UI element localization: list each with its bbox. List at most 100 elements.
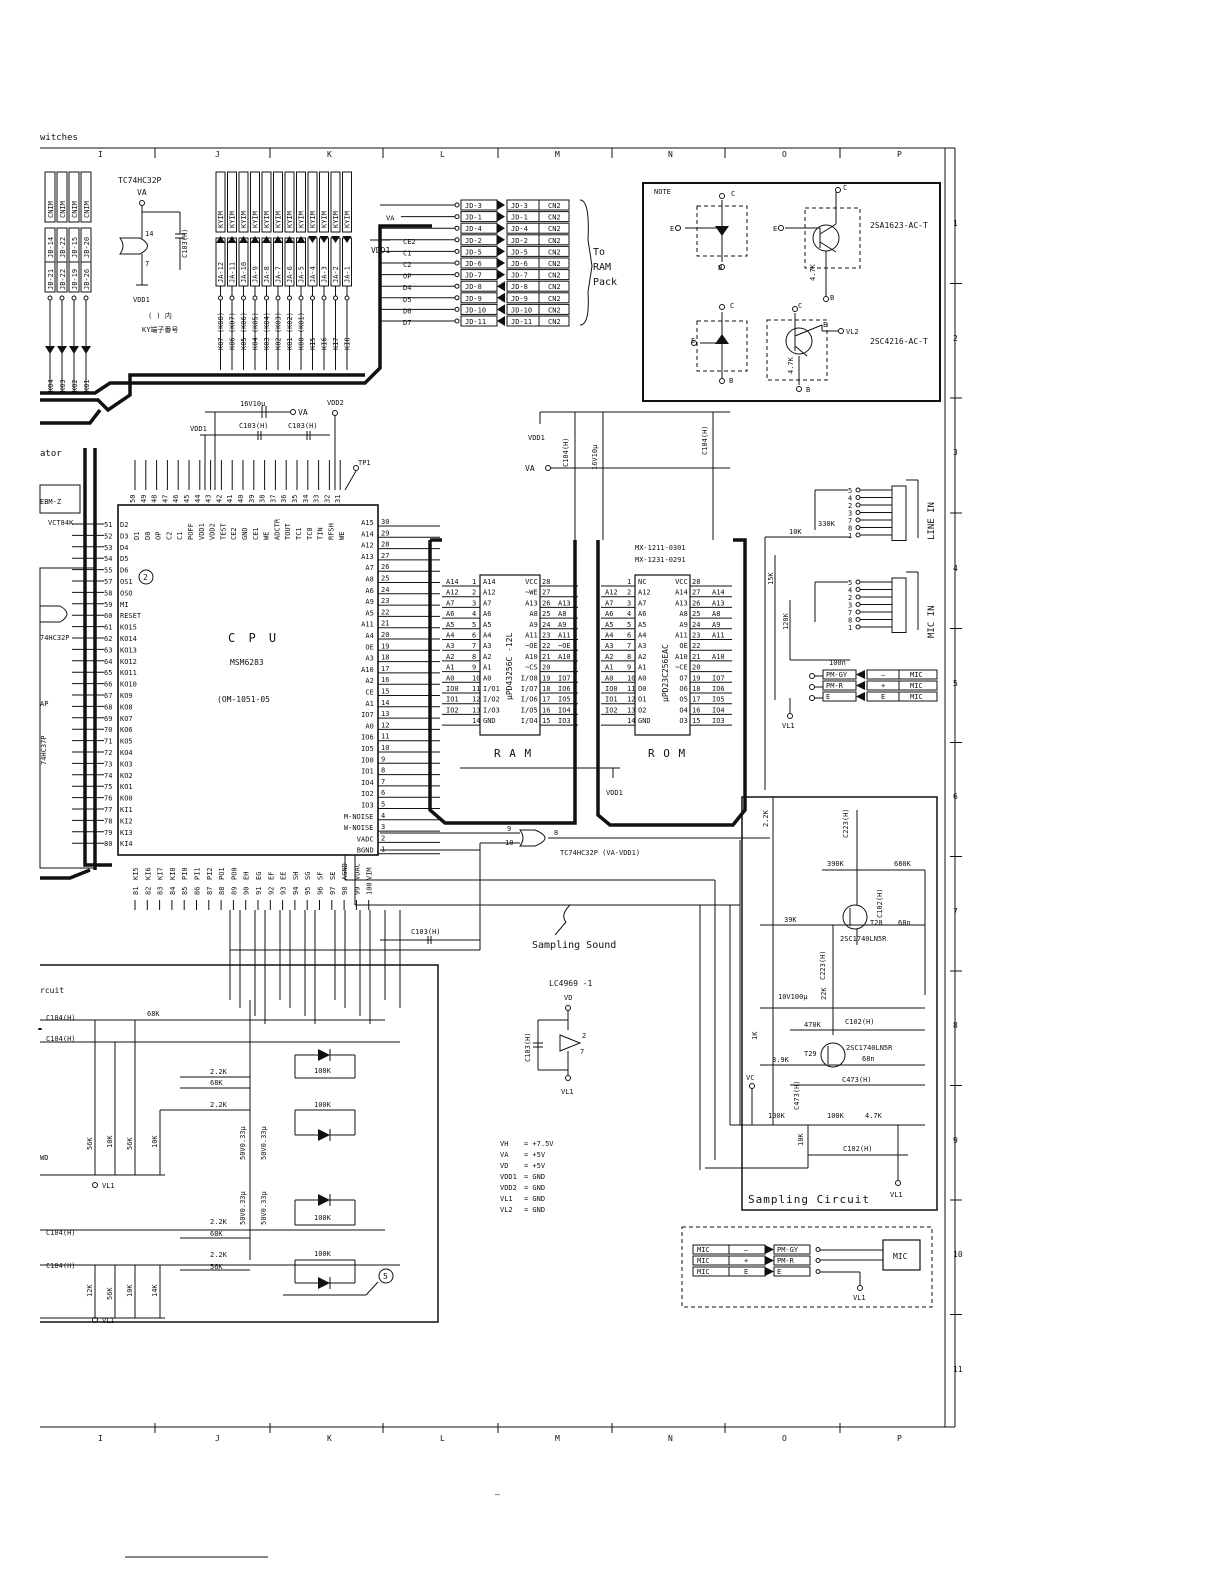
- voltage-key: VDD2: [500, 1184, 517, 1192]
- cpu-right-pin-signal: A11: [361, 621, 374, 629]
- left-arrow: [81, 346, 91, 354]
- samp-r100k: 100K: [768, 1112, 786, 1120]
- jack-node: [855, 487, 861, 493]
- cpu-left-pin-number: 57: [104, 578, 112, 586]
- chip-left-signal: A5: [605, 621, 613, 629]
- jd-signal: VA: [386, 215, 395, 223]
- cpu-left-pin-signal: KO0: [120, 795, 133, 803]
- left-node: [71, 295, 77, 301]
- samp-c10v: 10V100μ: [778, 993, 808, 1001]
- samp-r68n: 68n: [898, 919, 911, 927]
- jd-label: JD-5: [465, 248, 482, 256]
- cpu-right-pin-number: 17: [381, 665, 389, 673]
- cpu-left-pin-signal: KO1: [120, 783, 133, 791]
- chip-right-signal: IO4: [712, 706, 725, 714]
- cpu-right-pin-number: 10: [381, 744, 389, 752]
- chip-right-name: A10: [675, 653, 688, 661]
- note-box: NOTE C B E C B E C E B: [642, 182, 941, 402]
- cpu-right-pin-signal: IO3: [361, 802, 374, 810]
- cn-tag: [538, 222, 570, 234]
- chip-right-name: I/O8: [521, 674, 538, 682]
- samp-vc: VC: [746, 1074, 754, 1082]
- samp-t29: T29: [804, 1050, 817, 1058]
- jd-pin-label: JD-8: [511, 283, 528, 291]
- jack-pin: 5: [848, 579, 852, 587]
- cpu-right-pin-signal: A10: [361, 666, 374, 674]
- cpu-right-pin-signal: A7: [365, 564, 373, 572]
- rom-code1: MX-1211-0301: [635, 544, 686, 552]
- cpu-top-pin-signal: POFF: [187, 523, 195, 540]
- cpu-bottom-pin-signal: PO1: [218, 867, 226, 880]
- chip-left-pin: 4: [627, 610, 631, 618]
- cpu-right-pin-number: 2: [381, 834, 385, 842]
- ja-top-tag: [307, 171, 318, 233]
- cpu-top-pin-number: 43: [205, 495, 213, 503]
- cpu-left-pin-number: 78: [104, 817, 112, 825]
- chip-left-name: NC: [638, 578, 646, 586]
- mic-row-b-label: E: [744, 1268, 748, 1276]
- jack-row-a-label: E: [826, 693, 830, 701]
- ja-top-label: KYIM: [217, 211, 225, 228]
- jd-pin-label: JD-9: [511, 295, 528, 303]
- cpu-top-pin-signal: WE: [338, 532, 346, 540]
- ja-bot-label: JA-8: [263, 266, 271, 283]
- chip-right-pin: 21: [692, 653, 700, 661]
- cpu-top-pin-number: 34: [302, 495, 310, 503]
- jd-pin-label: JD-1: [511, 214, 528, 222]
- jd-node: [454, 202, 460, 208]
- jack-node: [855, 609, 861, 615]
- left-top-label: CNIM: [59, 201, 67, 218]
- cpu-right-pin-signal: A9: [365, 598, 373, 606]
- mic-in-label: MIC IN: [927, 605, 937, 638]
- ky-note-line2: KY端子番号: [142, 325, 178, 334]
- filt-c50v4: 50V0.33μ: [260, 1190, 268, 1225]
- jd-pin-label: JD-11: [511, 318, 532, 326]
- jack-pin: 2: [848, 594, 852, 602]
- jd-arrow: [497, 269, 505, 280]
- chip-right-pin: 20: [692, 664, 700, 672]
- column-label-top: M: [555, 150, 560, 159]
- mic-row-b-label: +: [744, 1257, 748, 1265]
- jd-node: [454, 214, 460, 220]
- cpu-top-pin-number: 40: [237, 495, 245, 503]
- jack-node: [855, 579, 861, 585]
- column-label-bottom: M: [555, 1434, 560, 1443]
- chip-right-pin: 27: [692, 589, 700, 597]
- ja-top-tag: [330, 171, 341, 233]
- cpu-top-pin-number: 49: [140, 495, 148, 503]
- chip-left-pin: 8: [472, 653, 476, 661]
- cpu-left-pin-signal: OS1: [120, 578, 133, 586]
- chip-right-pin: 16: [542, 706, 550, 714]
- column-label-top: O: [782, 150, 787, 159]
- ja-top-label: KYIM: [229, 211, 237, 228]
- column-label-top: N: [668, 150, 673, 159]
- cpu-right-pin-signal: A0: [365, 722, 373, 730]
- chip-right-signal: A13: [558, 599, 571, 607]
- cpu-top-pin-signal: TC1: [295, 527, 303, 540]
- cn-label: CN2: [548, 260, 561, 268]
- ja-top-tag: [227, 171, 237, 233]
- frag-ap: AP: [40, 700, 48, 708]
- lc4969-vl1: VL1: [561, 1088, 574, 1096]
- chip-left-signal: A2: [605, 653, 613, 661]
- chip-left-pin: 11: [472, 685, 480, 693]
- chip-right-name: VCC: [675, 578, 688, 586]
- chip-right-pin: 15: [692, 717, 700, 725]
- frag-ls: 74HC37P: [40, 735, 48, 765]
- jack-node: [855, 594, 861, 600]
- chip-right-name: OE: [679, 642, 687, 650]
- cpu-left-pin-signal: KI1: [120, 806, 133, 814]
- cpu-left-pin-signal: KO6: [120, 726, 133, 734]
- cpu-left-pin-signal: KO11: [120, 669, 137, 677]
- cpu-top-pin-signal: TOUT: [284, 522, 292, 540]
- row-label: 3: [953, 448, 958, 457]
- chip-right-pin: 23: [542, 632, 550, 640]
- jd-signal: C1: [403, 249, 411, 257]
- jack-pin: 4: [848, 587, 852, 595]
- ja-top-tag: [319, 171, 329, 233]
- ja-top-tag: [342, 171, 352, 233]
- cpu-top-pin-signal: C1: [176, 532, 184, 540]
- cpu-left-pin-number: 76: [104, 795, 112, 803]
